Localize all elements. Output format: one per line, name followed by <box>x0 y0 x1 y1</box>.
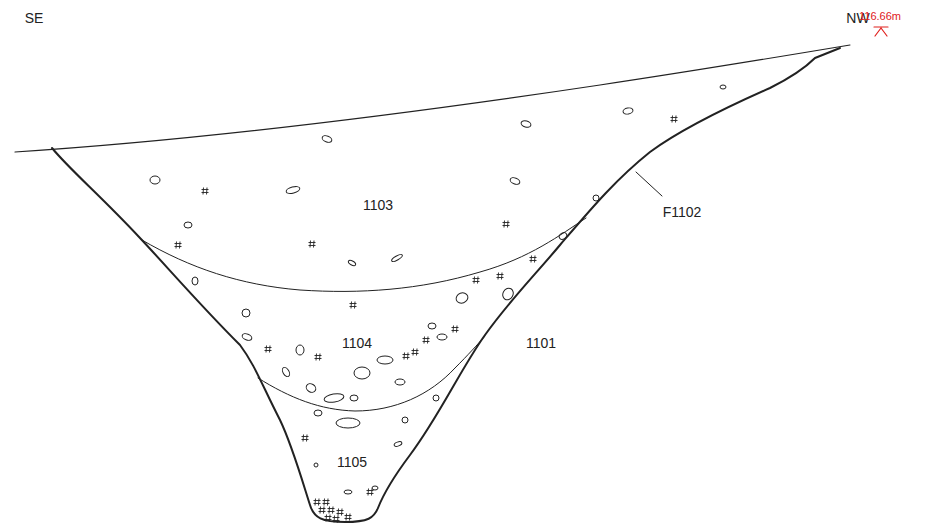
charcoal-inclusion <box>323 499 330 506</box>
context-number: 1103 <box>363 198 393 212</box>
charcoal-inclusion <box>412 349 419 356</box>
charcoal-inclusion <box>302 435 309 442</box>
charcoal-inclusion <box>314 499 321 506</box>
datum-symbol <box>874 27 888 36</box>
stone-inclusion <box>377 356 393 364</box>
charcoal-inclusion <box>333 516 340 523</box>
datum-level: 116.66m <box>859 11 901 22</box>
feature-number: F1102 <box>663 205 702 219</box>
stone-inclusion <box>296 345 304 355</box>
stone-inclusion <box>321 134 332 143</box>
stone-inclusion <box>314 410 322 416</box>
charcoal-inclusion <box>309 241 316 248</box>
stone-inclusion <box>394 441 403 447</box>
stone-inclusion <box>354 367 370 379</box>
stone-inclusion <box>509 176 520 185</box>
stone-inclusion <box>305 382 318 394</box>
stone-inclusion <box>433 395 439 401</box>
charcoal-inclusion <box>175 242 182 249</box>
stone-inclusion <box>402 417 408 423</box>
stone-inclusion <box>428 323 436 329</box>
stone-inclusion <box>720 85 726 89</box>
stone-inclusion <box>593 195 599 201</box>
charcoal-inclusion <box>325 515 332 522</box>
charcoal-inclusion <box>265 346 272 353</box>
stone-inclusion <box>437 334 447 340</box>
charcoal-inclusion <box>452 326 459 333</box>
stone-inclusion <box>520 120 531 128</box>
orientation-label: SE <box>25 11 44 25</box>
charcoal-inclusion <box>319 507 326 514</box>
stone-inclusion <box>501 286 516 301</box>
stone-inclusion <box>395 379 405 385</box>
stone-inclusion <box>558 231 568 240</box>
stone-inclusion <box>372 486 378 490</box>
stone-inclusion <box>623 107 634 115</box>
charcoal-inclusion <box>367 489 374 496</box>
charcoal-inclusion <box>671 116 678 123</box>
charcoal-inclusion <box>473 277 480 284</box>
charcoal-inclusion <box>423 337 430 344</box>
charcoal-inclusion <box>345 514 352 521</box>
stone-inclusion <box>323 392 344 403</box>
charcoal-inclusion <box>337 509 344 516</box>
context-number: 1105 <box>337 455 367 469</box>
stone-inclusion <box>348 259 357 266</box>
charcoal-inclusion <box>497 273 504 280</box>
charcoal-inclusion <box>530 256 537 263</box>
stone-inclusion <box>150 176 160 184</box>
leader-line <box>636 172 662 196</box>
charcoal-inclusion <box>503 221 510 228</box>
cut-outline <box>52 48 840 522</box>
charcoal-inclusion <box>350 302 357 309</box>
stone-inclusion <box>391 253 403 262</box>
stone-inclusion <box>241 332 252 341</box>
stone-inclusion <box>192 277 198 285</box>
layer-boundary <box>258 336 485 411</box>
stone-inclusion <box>184 222 192 228</box>
charcoal-inclusion <box>328 507 335 514</box>
stone-inclusion <box>344 490 352 494</box>
charcoal-inclusion <box>202 188 209 195</box>
stone-inclusion <box>350 395 358 401</box>
ground-surface <box>15 45 850 152</box>
stone-inclusion <box>455 291 470 305</box>
context-number: 1104 <box>342 336 372 350</box>
charcoal-inclusion <box>315 354 322 361</box>
stone-inclusion <box>281 366 291 378</box>
stone-inclusion <box>314 463 318 467</box>
stone-inclusion <box>285 185 300 194</box>
charcoal-inclusion <box>403 353 410 360</box>
layer-boundary <box>142 218 586 291</box>
stone-inclusion <box>336 418 360 428</box>
stone-inclusion <box>242 309 250 317</box>
context-number: 1101 <box>526 336 556 350</box>
